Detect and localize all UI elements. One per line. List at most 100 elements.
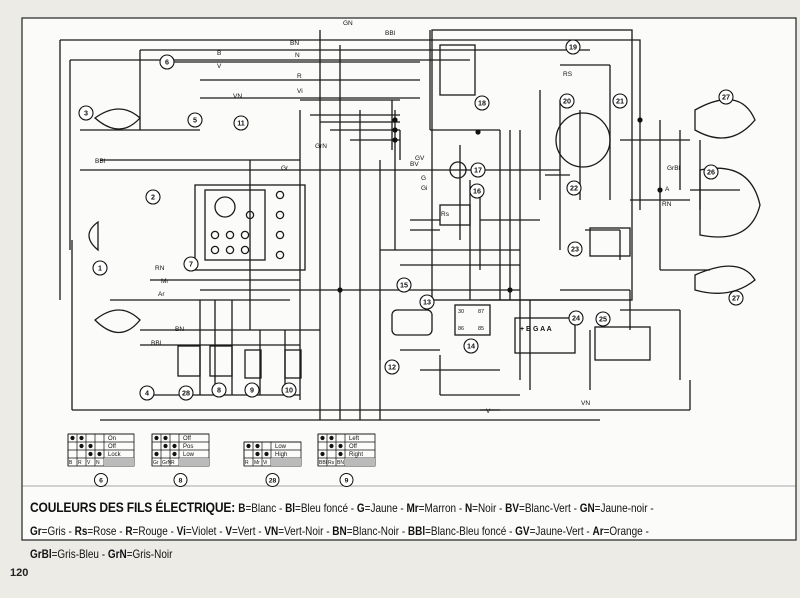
contact-dot [163, 435, 168, 441]
callout-28: 28 [178, 385, 194, 401]
switch-block [209, 345, 233, 377]
wire-junction [392, 117, 398, 123]
ignition-coil-body [439, 44, 476, 96]
callout-number: 18 [478, 99, 486, 108]
callout-circle [568, 310, 584, 326]
wire-labels: GNBNBBlNRBVViVNGrGrNBBlMrArRNGVBVGGiRsRS… [95, 20, 681, 415]
legend-color-name: =Gris [41, 525, 66, 538]
wire-label: BBl [385, 30, 396, 37]
switch-block [284, 349, 302, 379]
callout-circle [244, 382, 260, 398]
table-row-label: Off [183, 436, 191, 442]
contact-dot [329, 435, 334, 441]
legend-color-name: =Rose [87, 525, 117, 538]
panel-lamp [240, 245, 250, 255]
wire-junction [392, 137, 398, 143]
callout-circle [474, 95, 490, 111]
legend-code: VN [264, 525, 279, 538]
wire-label: GN [343, 20, 353, 27]
table-row-label: Low [183, 452, 195, 458]
contact-dot [97, 451, 102, 457]
callout-21: 21 [612, 93, 628, 109]
table-col-label: BBl [319, 460, 327, 466]
contact-dot [88, 443, 93, 449]
legend-code: GrBl [30, 548, 52, 561]
wire-junction [475, 129, 481, 135]
callout-15: 15 [396, 277, 412, 293]
callout-number: 19 [569, 43, 577, 52]
wire-label: A [665, 186, 670, 193]
legend-code: Bl [285, 502, 296, 515]
panel-lamp [210, 245, 220, 255]
legend-code: BN [332, 525, 347, 538]
component-bodies [88, 29, 761, 379]
instrument-panel [194, 184, 306, 271]
callout-27-lower: 27 [728, 290, 744, 306]
callout-24: 24 [568, 310, 584, 326]
callout-16: 16 [469, 183, 485, 199]
legend-item: BN=Blanc-Noir [332, 525, 399, 538]
table-ref-number: 28 [269, 477, 277, 484]
table-row-label: Pos [183, 444, 193, 450]
callout-circle [233, 115, 249, 131]
legend-color-name: =Jaune-noir [594, 502, 648, 515]
legend-item: GN=Jaune-noir [580, 502, 648, 515]
table-col-label: BN [337, 460, 344, 466]
callout-number: 4 [145, 389, 149, 398]
callout-circle [703, 164, 719, 180]
callout-number: 2 [151, 193, 155, 202]
table-row-label: Off [108, 444, 116, 450]
wire-junction [657, 187, 663, 193]
legend-item: G=Jaune [357, 502, 398, 515]
contact-dot [88, 451, 93, 457]
callout-number: 27 [732, 294, 740, 303]
legend-item: BBl=Blanc-Bleu foncé [408, 525, 506, 538]
legend-code: GN [579, 502, 595, 515]
panel-lamp [225, 245, 235, 255]
callout-27: 27 [718, 89, 734, 105]
horn-body [391, 309, 433, 336]
wire-label: Rs [441, 211, 450, 218]
wire-label: RN [155, 265, 165, 272]
callout-number: 1 [98, 264, 102, 273]
wire-label: V [486, 408, 491, 415]
legend-item: BV=Blanc-Vert [505, 502, 571, 515]
diagram-frame [21, 17, 797, 541]
callout-circle [384, 359, 400, 375]
callout-6: 6 [159, 54, 175, 70]
callout-number: 7 [189, 260, 193, 269]
callout-circle [78, 105, 94, 121]
callout-circle [567, 241, 583, 257]
callout-23: 23 [567, 241, 583, 257]
legend-code: Gr [30, 525, 42, 538]
contact-dot [172, 451, 177, 457]
legend-color-name: =Bleu foncé [295, 502, 348, 515]
callout-circle [281, 382, 297, 398]
callout-4: 4 [139, 385, 155, 401]
callout-number: 10 [285, 386, 293, 395]
panel-lamp [245, 210, 255, 220]
callout-number: 20 [563, 97, 571, 106]
relay-terminal: 86 [458, 326, 464, 332]
table-ref-number: 6 [99, 477, 103, 484]
legend-code: B [238, 502, 246, 515]
callout-1: 1 [92, 260, 108, 276]
tail-light [699, 167, 761, 238]
table-row-label: High [275, 452, 287, 458]
legend-color-name: =Gris-Bleu [51, 548, 99, 561]
battery-body [594, 326, 651, 361]
legend-item: Ar=Orange [593, 525, 643, 538]
legend-color-name: =Jaune-Vert [529, 525, 584, 538]
table-ref-circle [339, 473, 354, 487]
callout-circle [565, 39, 581, 55]
callout-circle [470, 162, 486, 178]
wire [60, 39, 641, 120]
callout-22: 22 [566, 180, 582, 196]
wire-label: GrN [315, 143, 327, 150]
contact-dot [79, 443, 84, 449]
callout-circle [187, 112, 203, 128]
callout-circle [419, 294, 435, 310]
wire-label: VN [233, 93, 242, 100]
front-indicator-right [94, 309, 141, 334]
callout-26: 26 [703, 164, 719, 180]
